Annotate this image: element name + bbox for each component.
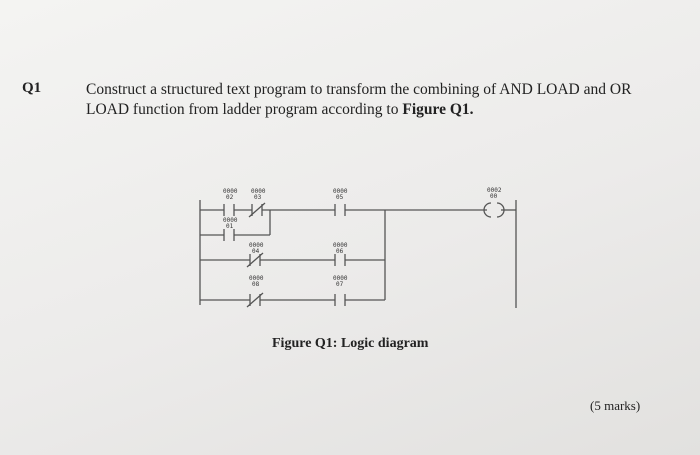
contact-02-bit: 02 — [226, 194, 234, 201]
contact-06-addr: 0000 — [333, 242, 348, 249]
contact-06-bit: 06 — [336, 248, 344, 255]
contact-07-icon — [334, 294, 346, 306]
question-text: Construct a structured text program to t… — [86, 80, 676, 120]
contact-05-icon — [334, 204, 346, 216]
contact-04-addr: 0000 — [249, 242, 264, 249]
contact-05-bit: 05 — [336, 194, 344, 201]
question-line-2-text: LOAD function from ladder program accord… — [86, 101, 403, 118]
ladder-diagram: 0000 02 0000 03 0000 05 0002 00 0000 01 … — [190, 180, 530, 325]
contact-03-addr: 0000 — [251, 188, 266, 195]
contact-01-bit: 01 — [226, 223, 234, 230]
contact-01-icon — [223, 229, 235, 241]
coil-addr: 0002 — [487, 187, 502, 194]
coil-bit: 00 — [490, 193, 498, 200]
contact-08-bit: 08 — [252, 281, 260, 288]
contact-01-addr: 0000 — [223, 217, 238, 224]
question-line-2: LOAD function from ladder program accord… — [86, 100, 676, 120]
output-coil-icon — [483, 202, 505, 218]
contact-08-addr: 0000 — [249, 275, 264, 282]
contact-03-icon — [248, 202, 266, 218]
contact-05-addr: 0000 — [333, 188, 348, 195]
contact-08-icon — [246, 292, 264, 308]
ladder-diagram-svg: 0000 02 0000 03 0000 05 0002 00 0000 01 … — [199, 187, 517, 308]
contact-02-icon — [223, 204, 235, 216]
contact-07-addr: 0000 — [333, 275, 348, 282]
question-line-1: Construct a structured text program to t… — [86, 81, 632, 98]
contact-06-icon — [334, 254, 346, 266]
contact-03-bit: 03 — [254, 194, 262, 201]
contact-02-addr: 0000 — [223, 188, 238, 195]
figure-reference: Figure Q1. — [402, 101, 474, 118]
figure-caption: Figure Q1: Logic diagram — [272, 336, 429, 351]
question-number: Q1 — [22, 80, 42, 96]
contact-04-icon — [246, 252, 264, 268]
marks-label: (5 marks) — [590, 398, 641, 413]
contact-07-bit: 07 — [336, 281, 344, 288]
contact-04-bit: 04 — [252, 248, 260, 255]
